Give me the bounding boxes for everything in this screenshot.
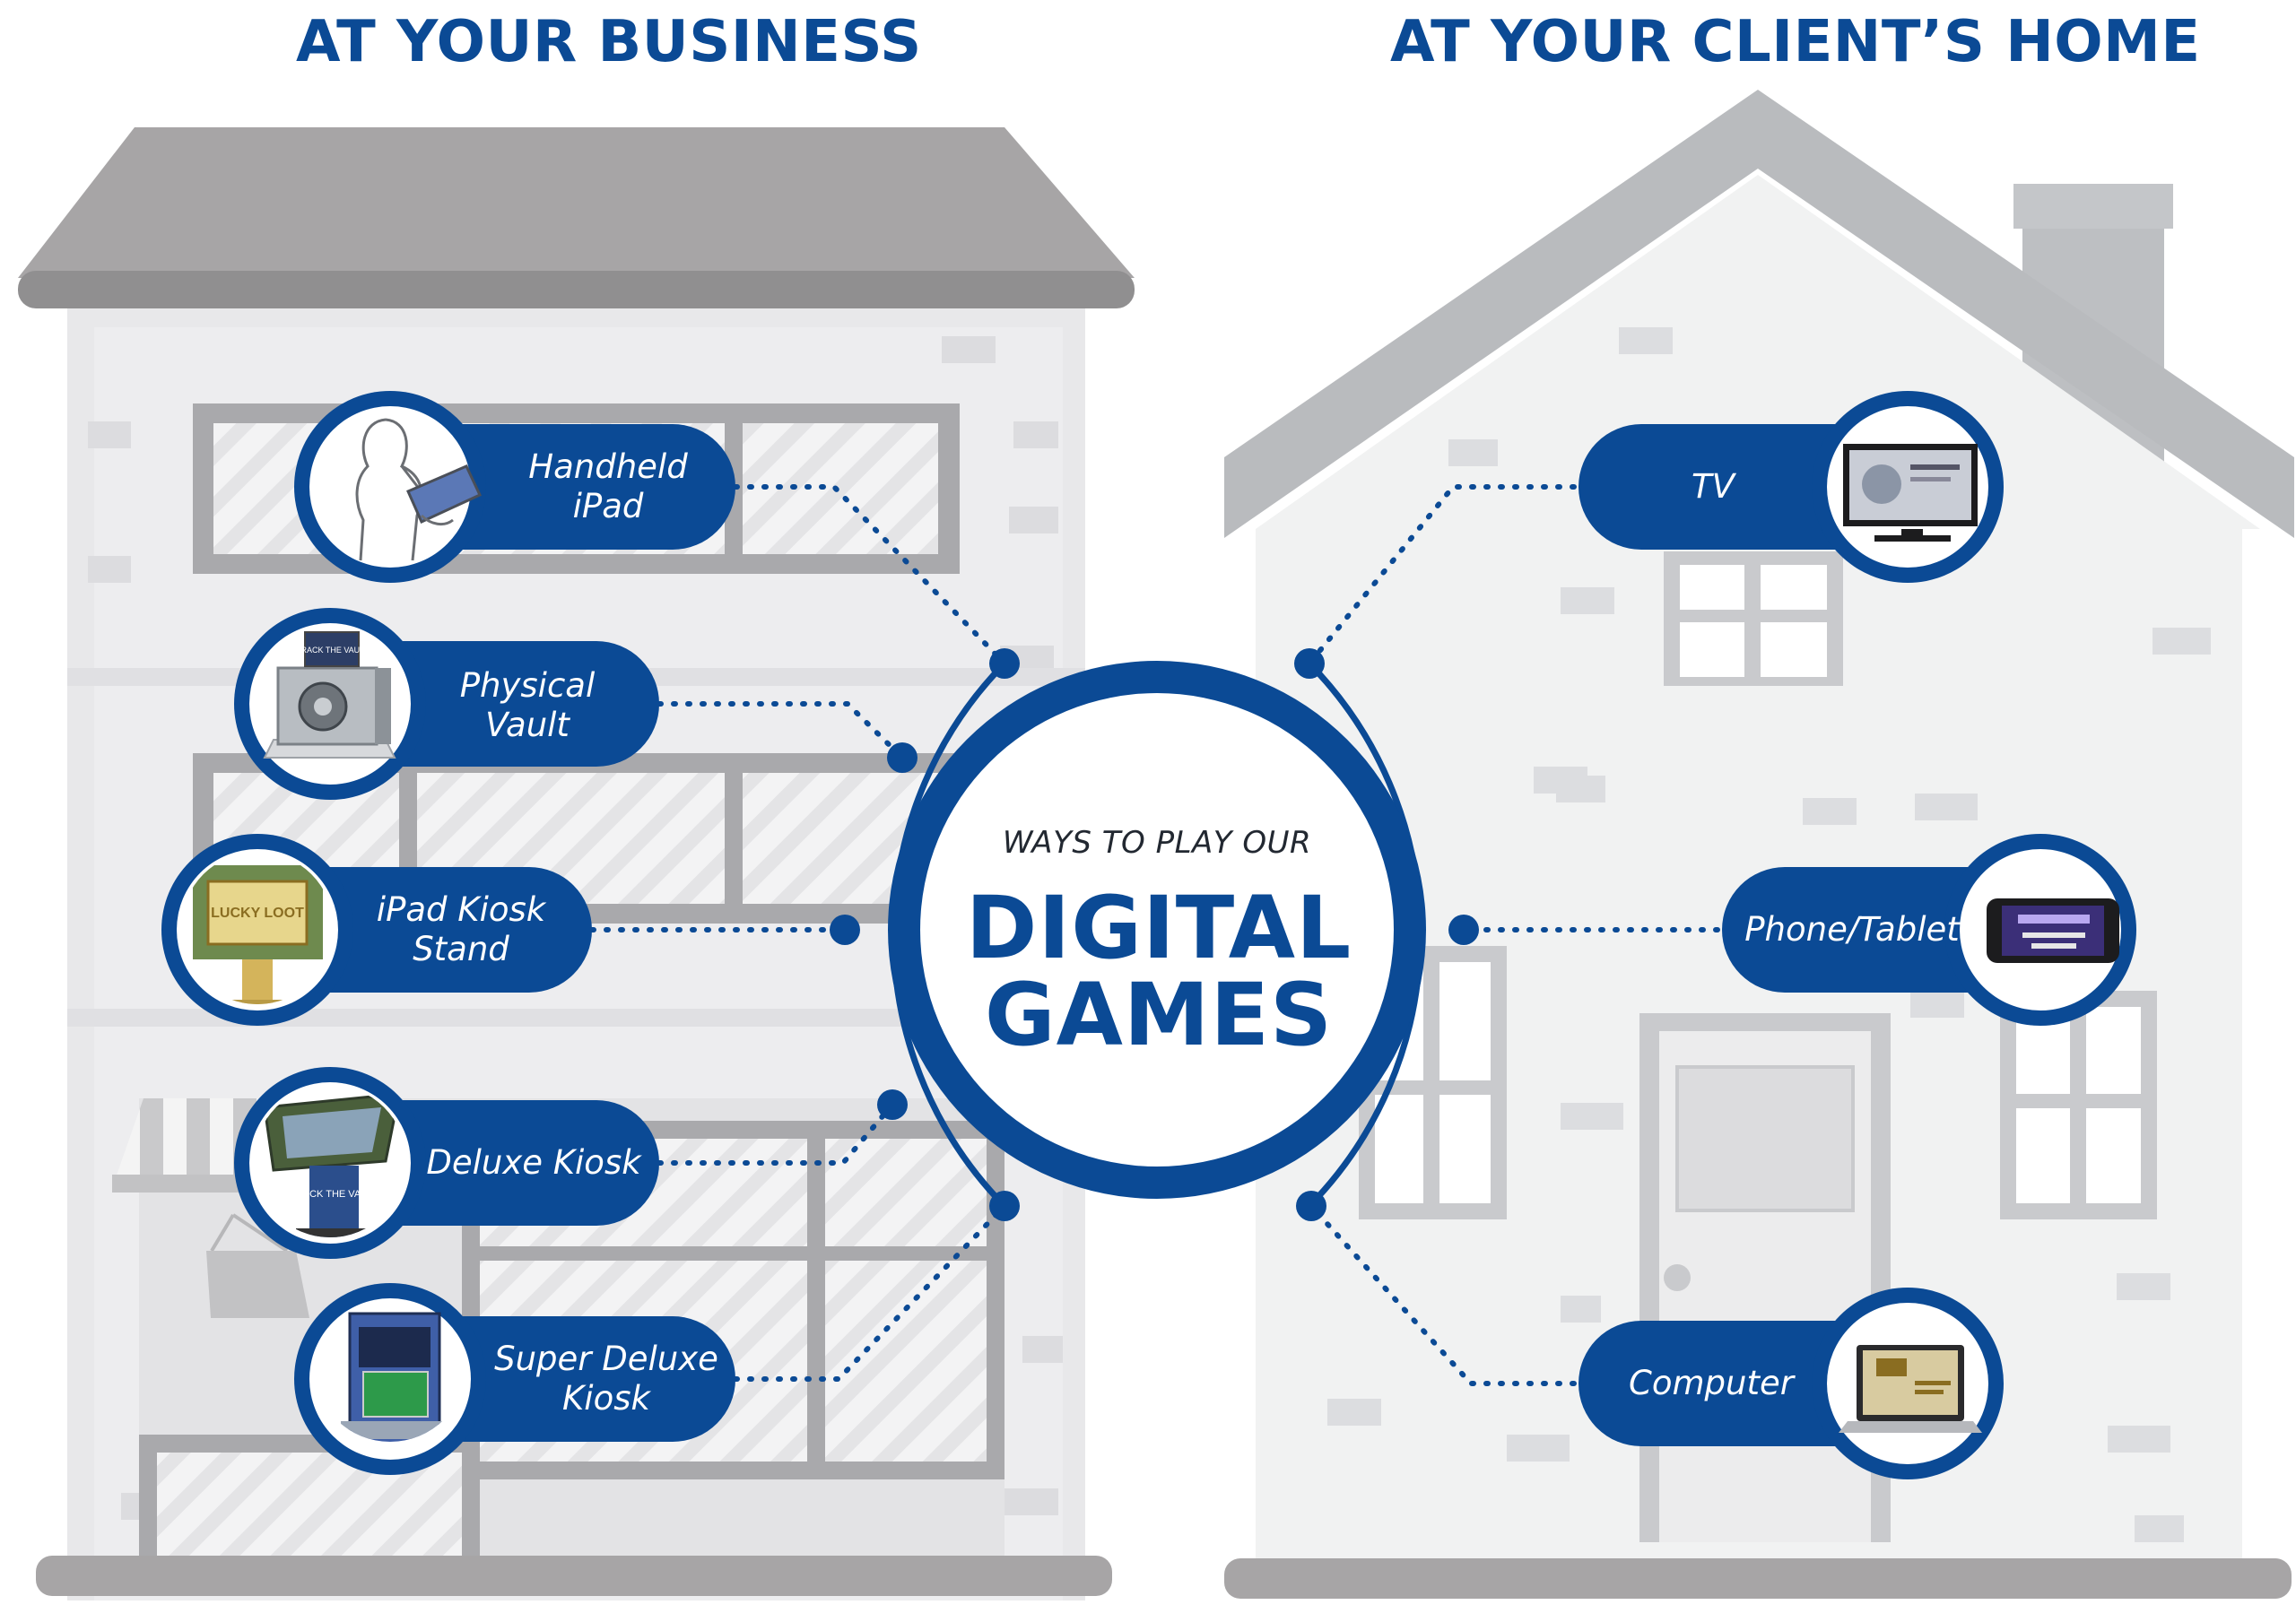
laptop-icon [1839, 1345, 1982, 1433]
label-deluxe-kiosk: Deluxe Kiosk [426, 1143, 640, 1183]
house-base [1224, 1558, 2292, 1599]
connector-computer [1309, 1203, 1577, 1386]
label-physical-vault: Physical Vault [460, 666, 596, 745]
label-ipad-kiosk-stand: iPad Kiosk Stand [377, 890, 545, 969]
hanging-sign [206, 1251, 309, 1318]
label-ipad-kiosk-stand-line1: iPad Kiosk [376, 890, 546, 929]
label-tv: TV [1692, 467, 1735, 507]
label-super-deluxe-kiosk-line2: Kiosk [562, 1379, 650, 1418]
kiosk-stand-label: CRACK THE VAULT [289, 1189, 379, 1200]
person-holding-tablet-icon [355, 418, 482, 561]
center-disc [920, 693, 1394, 1167]
label-computer-line1: Computer [1629, 1364, 1794, 1402]
connector-vault [657, 701, 905, 760]
center-title-line2: GAMES [984, 965, 1334, 1065]
label-tv-line1: TV [1692, 467, 1735, 506]
awning [112, 1098, 269, 1188]
lucky-loot-label: LUCKY LOOT [211, 906, 304, 921]
center-title-line1: DIGITAL [965, 878, 1352, 978]
connector-ipad [733, 484, 1007, 666]
dotted-connectors [589, 484, 1720, 1386]
label-deluxe-kiosk-line1: Deluxe Kiosk [426, 1143, 641, 1182]
vault-icon: CRACK THE VAULT [263, 631, 396, 759]
house-roof [1224, 90, 2294, 538]
center-subtitle: WAYS TO PLAY OUR [1002, 825, 1312, 861]
label-handheld-ipad-line1: Handheld [528, 447, 688, 486]
label-super-deluxe-kiosk: Super Deluxe Kiosk [494, 1340, 718, 1418]
label-phone-tablet: Phone/Tablet [1744, 910, 1960, 950]
label-computer: Computer [1629, 1364, 1794, 1403]
orbit-nodes [830, 648, 1479, 1221]
connector-tv [1307, 484, 1577, 666]
vault-screen-label: CRACK THE VAULT [295, 646, 370, 655]
heading-client-home: AT YOUR CLIENT’S HOME [1390, 9, 2201, 75]
label-handheld-ipad: Handheld iPad [528, 447, 687, 526]
label-phone-tablet-line1: Phone/Tablet [1744, 910, 1960, 949]
label-physical-vault-line2: Vault [485, 706, 570, 744]
label-physical-vault-line1: Physical [459, 666, 596, 705]
building-roof [18, 127, 1135, 278]
phone-icon [1987, 898, 2119, 963]
connector-super [733, 1203, 1007, 1382]
house-bricks [1327, 327, 2211, 1542]
door-knob [1664, 1264, 1691, 1291]
center-badge [830, 648, 1479, 1221]
arcade-cabinet-icon [341, 1312, 448, 1442]
heading-business: AT YOUR BUSINESS [296, 9, 922, 75]
deluxe-kiosk-icon: CRACK THE VAULT [263, 1092, 401, 1237]
building-base [36, 1556, 1112, 1596]
connector-deluxe [657, 1102, 895, 1166]
label-ipad-kiosk-stand-line2: Stand [413, 930, 509, 968]
house-gable [1256, 175, 2260, 529]
label-super-deluxe-kiosk-line1: Super Deluxe [494, 1340, 718, 1378]
label-handheld-ipad-line2: iPad [572, 487, 644, 525]
tv-icon [1843, 444, 1978, 542]
money-kiosk-icon: LUCKY LOOT [193, 865, 323, 1004]
